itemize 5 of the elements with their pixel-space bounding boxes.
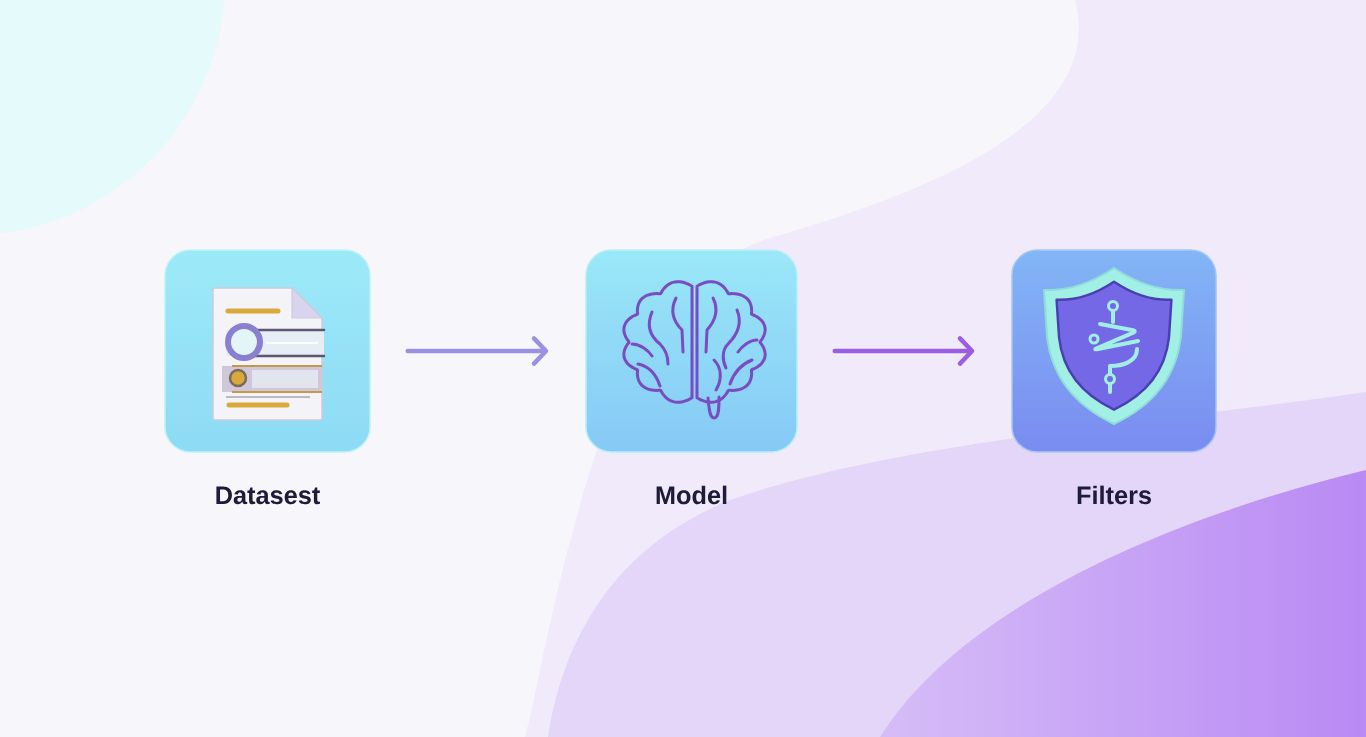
node-label: Model (656, 485, 727, 505)
arrow (832, 336, 975, 366)
node-label: Datasest (216, 486, 320, 505)
node-label: Filters (1077, 485, 1151, 505)
arrow (405, 336, 549, 366)
